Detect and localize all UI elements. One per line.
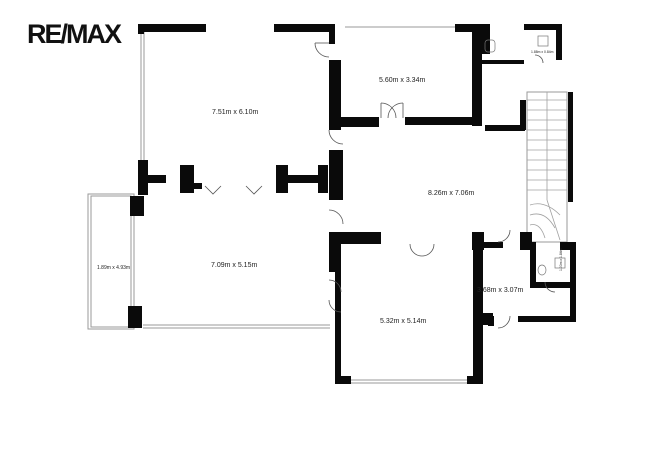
room-label-bottom-right: 3.68m x 3.07m [477,287,523,294]
room-label-wc-right: 1.00m x 1.84m [559,248,563,271]
room-label-living: 7.09m x 5.15m [211,262,257,269]
room-label-bottom-mid: 5.32m x 5.14m [380,318,426,325]
doors [204,42,556,329]
exterior-walls [128,24,576,384]
room-label-top-center: 5.60m x 3.34m [379,77,425,84]
thin-walls [87,26,568,384]
fixtures [484,35,566,276]
staircase [527,92,567,241]
remax-logo: RE/MAX [27,19,122,49]
room-label-wc-top: 1.88m x 0.84m [531,50,554,54]
room-label-central: 8.26m x 7.06m [428,190,474,197]
room-label-top-left: 7.51m x 6.10m [212,109,258,116]
room-label-sunroom: 1.89m x 4.93m [97,265,130,271]
